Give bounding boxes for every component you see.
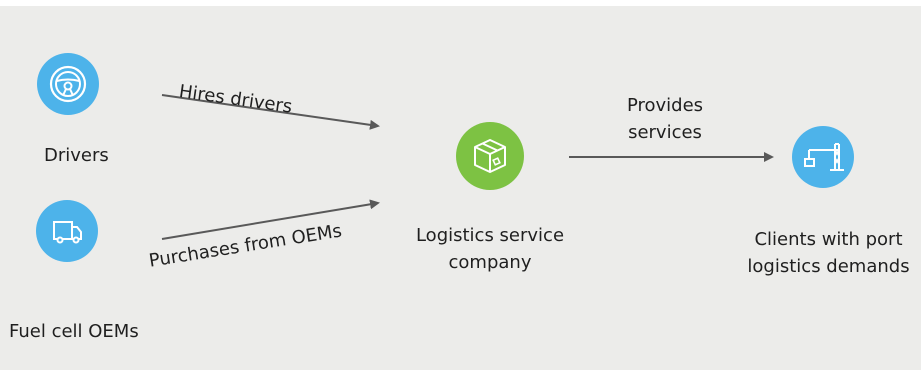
drivers-node bbox=[37, 53, 99, 115]
diagram-panel: Drivers Fuel cell OEMs Hires drivers Pur… bbox=[0, 6, 921, 370]
drivers-label: Drivers bbox=[44, 145, 109, 166]
arrows-layer bbox=[161, 94, 774, 240]
arrow-purchases-from-oems bbox=[161, 199, 380, 240]
package-box-icon bbox=[474, 139, 506, 173]
clients-label: Clients with port logistics demands bbox=[736, 226, 921, 280]
provides-services-line2: services bbox=[628, 122, 702, 143]
clients-label-line1: Clients with port bbox=[754, 229, 903, 250]
clients-node bbox=[792, 126, 854, 188]
provides-services-line1: Provides bbox=[626, 95, 704, 116]
clients-label-line2: logistics demands bbox=[747, 256, 910, 277]
logistics-company-label-line1: Logistics service bbox=[415, 225, 565, 246]
steering-wheel-icon bbox=[49, 65, 87, 103]
provides-services-label: Provides services bbox=[615, 92, 715, 146]
logistics-company-label-line2: company bbox=[448, 252, 532, 273]
arrow-hires-drivers bbox=[161, 94, 380, 130]
truck-icon bbox=[53, 221, 82, 244]
fuel-cell-oems-node bbox=[36, 200, 98, 262]
logistics-company-label: Logistics service company bbox=[408, 222, 572, 276]
port-crane-icon bbox=[804, 143, 844, 171]
logistics-company-node bbox=[456, 122, 524, 190]
fuel-cell-oems-label: Fuel cell OEMs bbox=[9, 321, 139, 342]
